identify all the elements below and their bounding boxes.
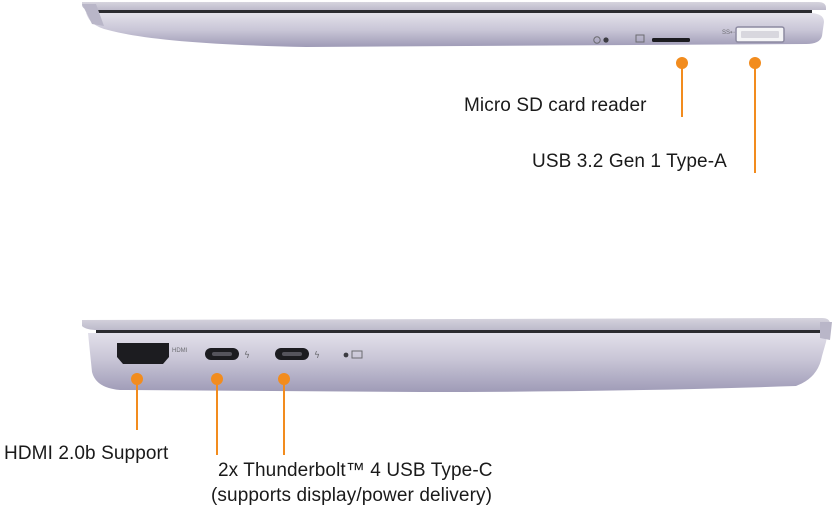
usb-ss-icon: SS⇠ — [722, 30, 735, 36]
light-sensor-icon — [593, 36, 609, 44]
thunderbolt-icon-2: ϟ — [314, 351, 320, 361]
bottom-hinge — [820, 322, 832, 340]
hdmi-port — [117, 343, 169, 364]
bottom-hinge-gap — [96, 330, 820, 334]
thunderbolt-callout-line-1 — [216, 379, 218, 455]
bottom-lid-edge — [82, 318, 830, 330]
thunderbolt-callout-line-2 — [283, 379, 285, 455]
hdmi-label: HDMI 2.0b Support — [4, 443, 169, 464]
microsd-label: Micro SD card reader — [464, 95, 647, 116]
bottom-body — [88, 333, 827, 392]
usb-a-label: USB 3.2 Gen 1 Type-A — [532, 151, 727, 172]
thunderbolt-icon-1: ϟ — [244, 351, 250, 361]
top-hinge-gap — [92, 10, 812, 14]
microsd-callout-line — [681, 63, 683, 117]
top-lid-edge — [82, 2, 826, 10]
microsd-slot — [652, 38, 690, 42]
hdmi-callout-line — [136, 379, 138, 430]
thunderbolt-label-line2: (supports display/power delivery) — [211, 485, 493, 506]
battery-icon — [351, 350, 363, 359]
sd-card-icon — [635, 34, 645, 43]
usb-a-callout-line — [754, 63, 756, 173]
thunderbolt-label-line1: 2x Thunderbolt™ 4 USB Type-C — [218, 460, 493, 481]
top-body — [86, 13, 824, 47]
top-hinge — [82, 4, 104, 26]
power-led-icon — [343, 352, 349, 358]
hdmi-mark: HDMI — [172, 348, 188, 354]
